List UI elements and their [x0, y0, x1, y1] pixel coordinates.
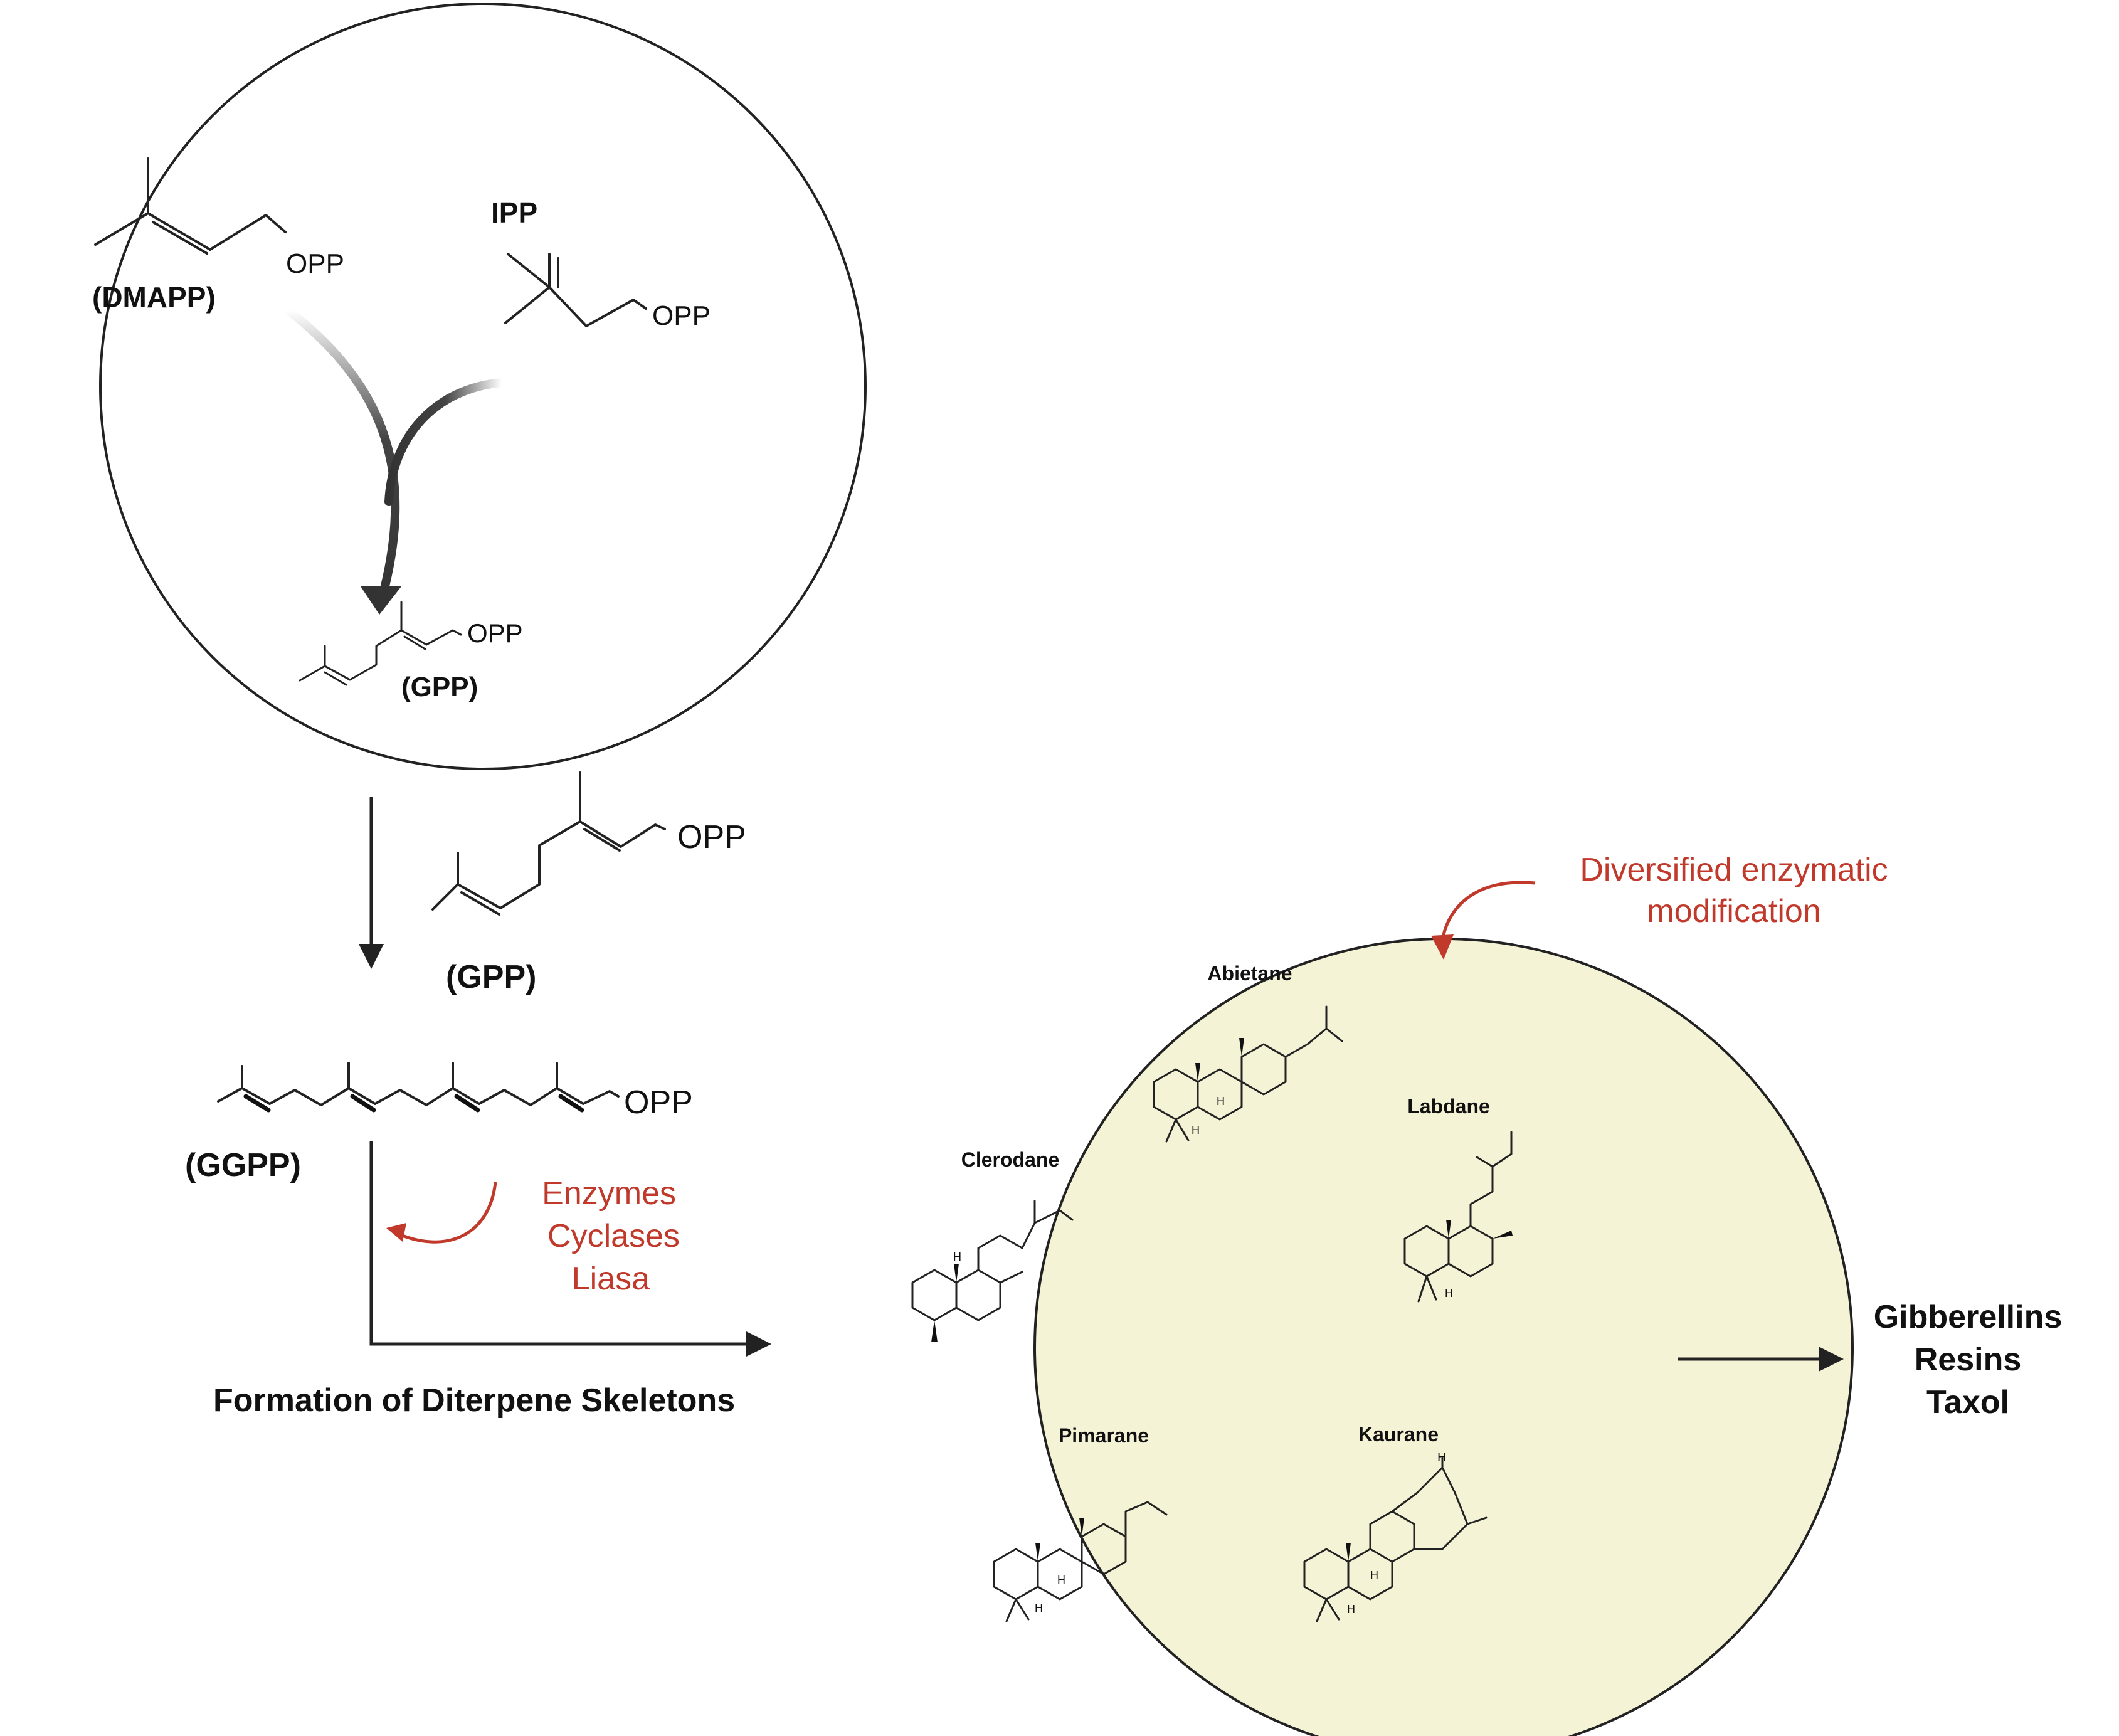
- enzymes-arrow: [394, 1182, 497, 1244]
- abietane-label: Abietane: [1207, 962, 1292, 985]
- abietane-wedge: [1195, 1063, 1200, 1082]
- labdane-label: Labdane: [1407, 1095, 1490, 1118]
- ipp-label: IPP: [491, 196, 537, 229]
- modification-arrowhead: [1431, 934, 1454, 960]
- dmapp-opp-label: OPP: [286, 248, 344, 279]
- enzymes-arrowhead: [386, 1223, 406, 1242]
- dmapp-structure: [94, 157, 287, 255]
- pimarane-h-2: H: [1035, 1602, 1043, 1614]
- gpp-large-opp-label: OPP: [677, 819, 746, 855]
- labdane-wedge-2: [1493, 1231, 1513, 1239]
- products-label-3: Taxol: [1926, 1384, 2009, 1421]
- merge-arrowhead: [361, 586, 401, 615]
- gpp-small-opp-label: OPP: [467, 618, 523, 648]
- labdane-h: H: [1445, 1287, 1453, 1299]
- enzymes-label-1: Enzymes: [542, 1175, 676, 1212]
- ipp-structure: [504, 253, 647, 327]
- dmapp-to-gpp-arrow: [284, 306, 400, 600]
- kaurane-h-1: H: [1437, 1451, 1446, 1464]
- products-label-2: Resins: [1915, 1342, 2022, 1378]
- ipp-opp-label: OPP: [652, 300, 711, 331]
- kaurane-h-3: H: [1347, 1603, 1355, 1616]
- gpp-small-label: (GPP): [401, 672, 478, 702]
- enzymes-label-3: Liasa: [572, 1261, 650, 1297]
- formation-label: Formation of Diterpene Skeletons: [213, 1382, 735, 1419]
- pimarane-wedge-2: [1079, 1518, 1084, 1537]
- kaurane-h-2: H: [1370, 1569, 1378, 1582]
- pimarane-label: Pimarane: [1059, 1424, 1149, 1447]
- labdane-wedge: [1446, 1220, 1451, 1239]
- gpp-large-structure: [431, 771, 666, 916]
- dmapp-label: (DMAPP): [92, 281, 216, 314]
- ggpp-opp-label: OPP: [624, 1084, 693, 1121]
- modification-label-2: modification: [1647, 893, 1820, 929]
- skeleton-circle: [1033, 938, 1854, 1736]
- abietane-h-2: H: [1192, 1124, 1200, 1136]
- products-arrowhead: [1819, 1347, 1844, 1372]
- clerodane-wedge: [954, 1264, 959, 1283]
- clerodane-h: H: [953, 1251, 961, 1263]
- ggpp-label: (GGPP): [185, 1147, 301, 1183]
- labdane-structure: [1403, 1131, 1513, 1303]
- products-label-1: Gibberellins: [1874, 1299, 2063, 1335]
- down-arrowhead: [359, 944, 384, 969]
- gpp-small-structure: [299, 601, 462, 686]
- kaurane-label: Kaurane: [1358, 1423, 1439, 1446]
- ggpp-arrowhead: [746, 1331, 771, 1357]
- clerodane-structure: [911, 1200, 1074, 1321]
- abietane-h-1: H: [1217, 1095, 1225, 1108]
- enzymes-label-2: Cyclases: [547, 1218, 680, 1254]
- pimarane-h-1: H: [1057, 1574, 1065, 1586]
- kaurane-structure: [1303, 1457, 1488, 1622]
- ipp-to-gpp-arrow: [384, 378, 506, 506]
- pimarane-wedge: [1035, 1543, 1040, 1562]
- abietane-wedge-2: [1239, 1038, 1244, 1057]
- ggpp-structure: [217, 1062, 620, 1113]
- clerodane-wedge-2: [931, 1320, 938, 1342]
- gpp-large-label: (GPP): [446, 959, 536, 995]
- modification-arrow: [1440, 881, 1536, 941]
- clerodane-label: Clerodane: [961, 1148, 1059, 1171]
- kaurane-wedge: [1346, 1543, 1351, 1562]
- ggpp-to-skeleton-arrow: [369, 1141, 749, 1346]
- modification-label-1: Diversified enzymatic: [1580, 852, 1888, 888]
